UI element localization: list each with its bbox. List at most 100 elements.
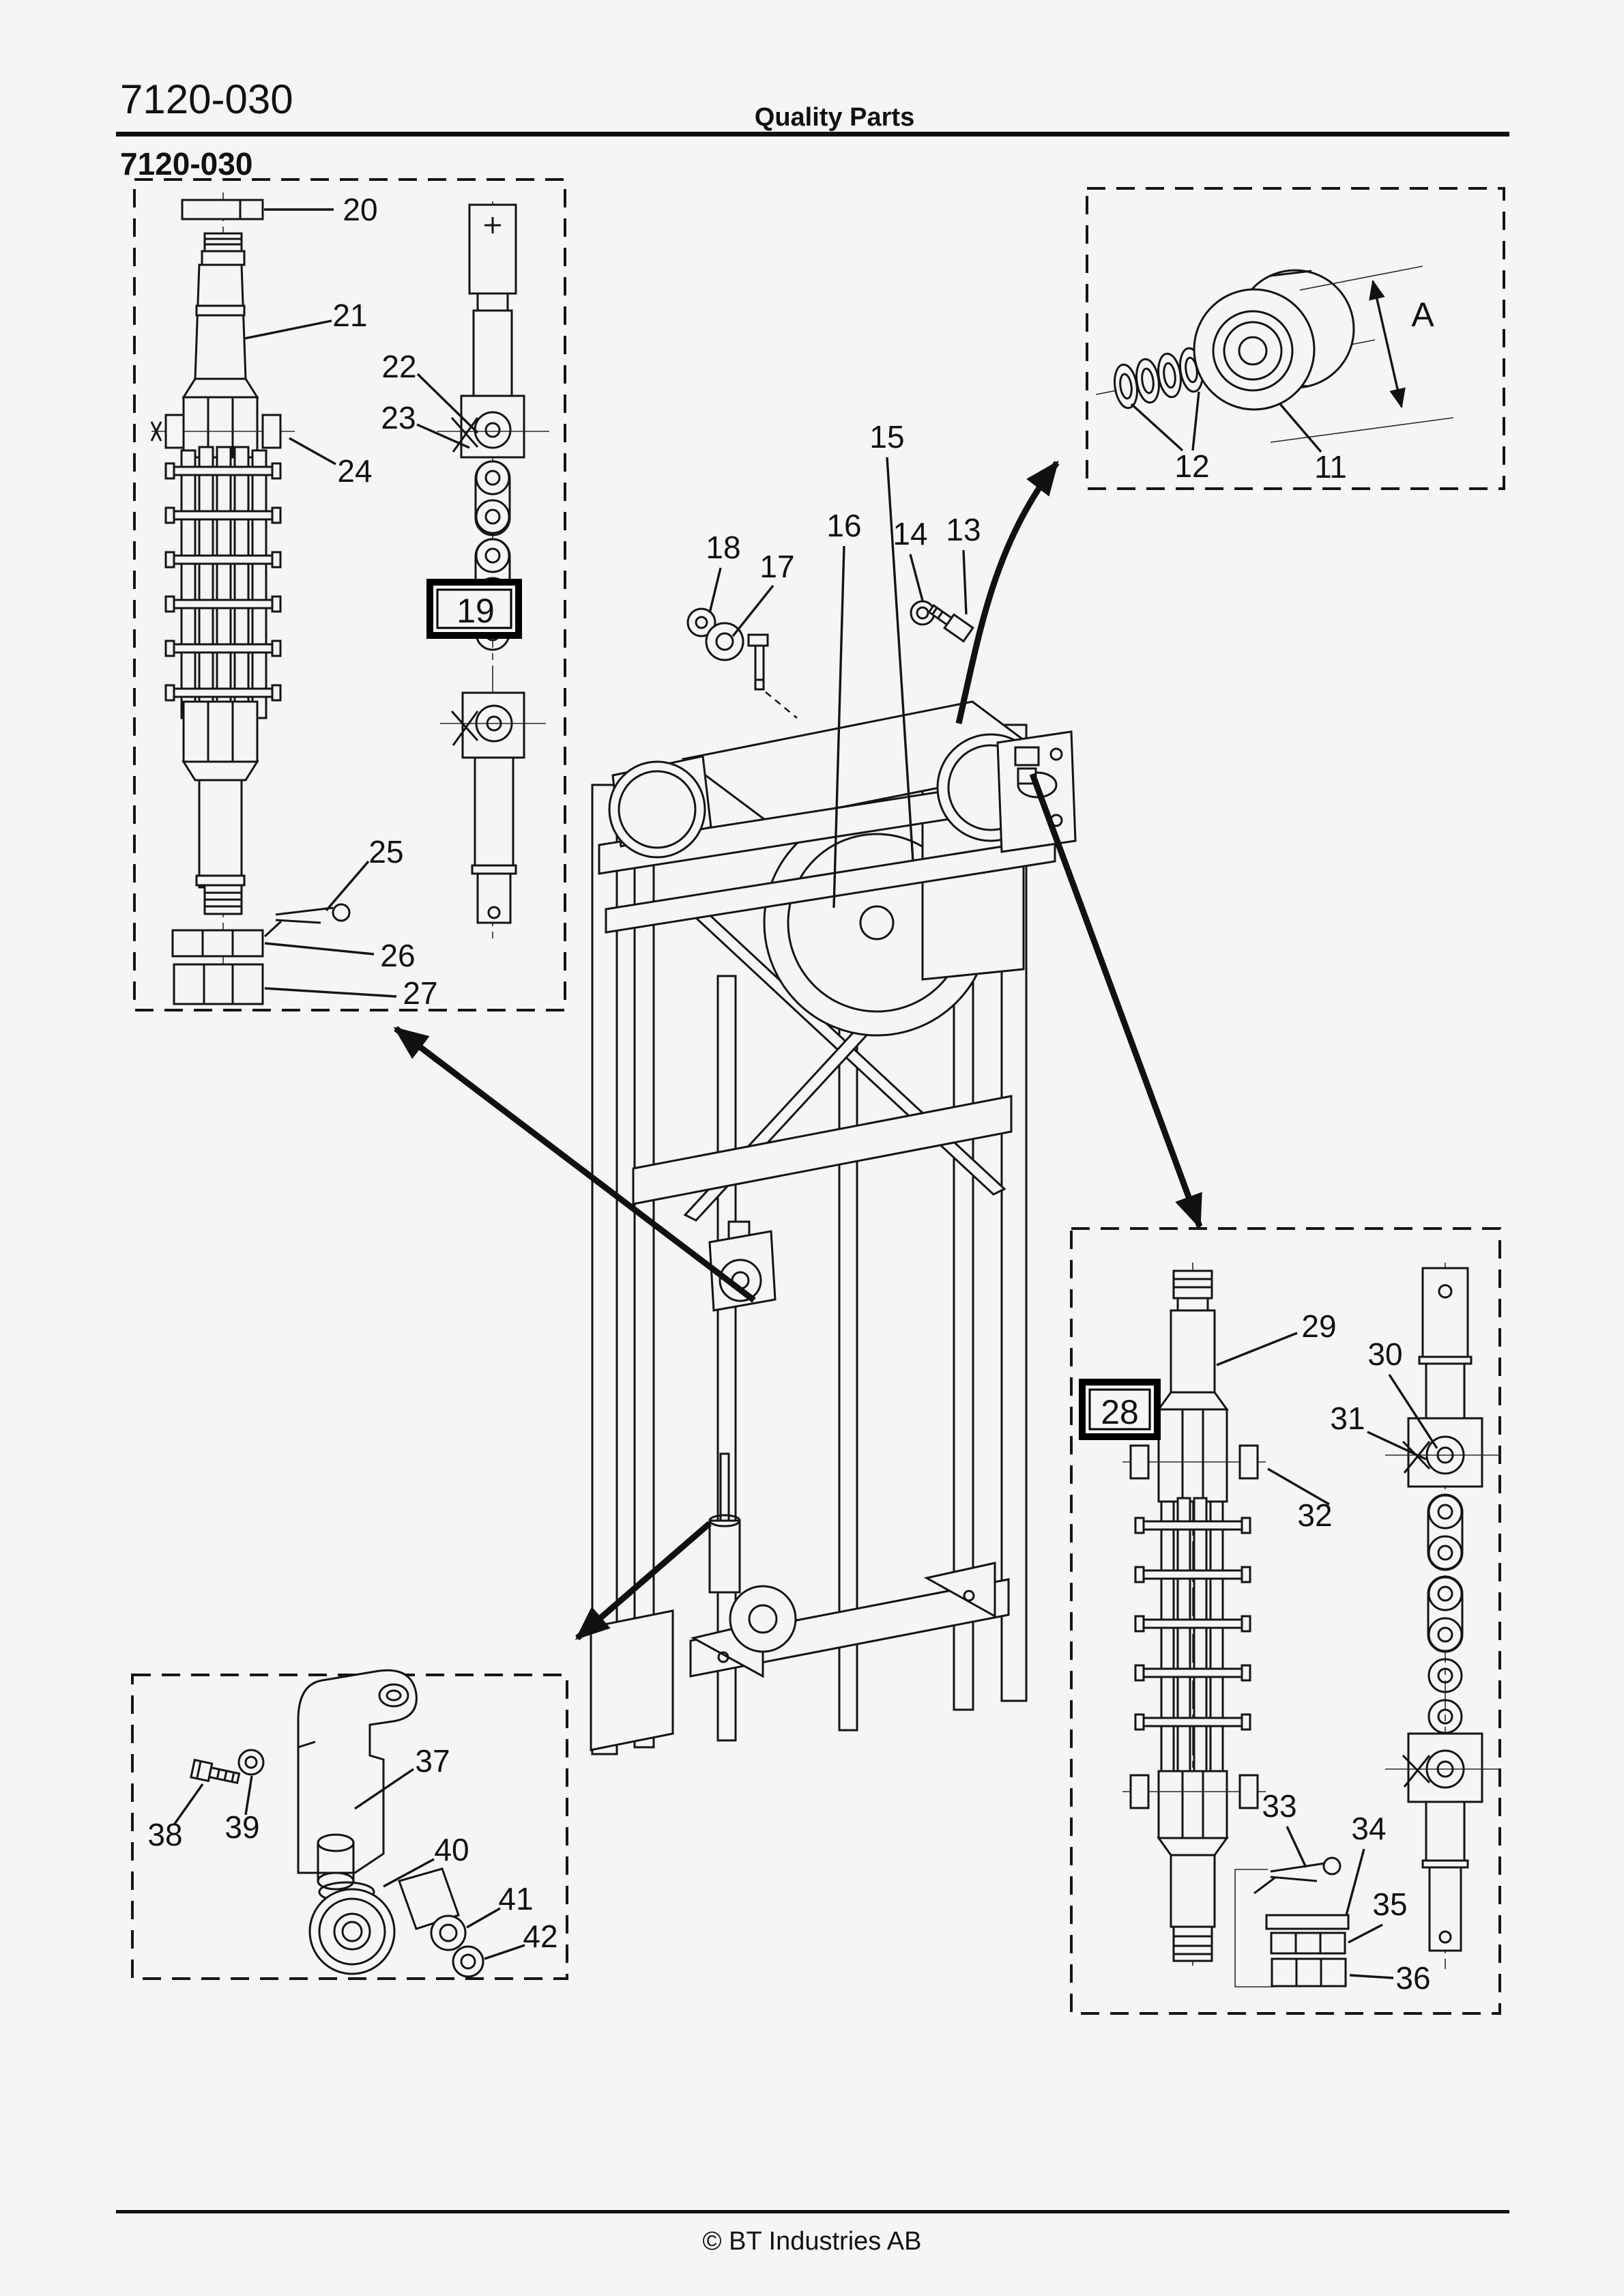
leader-25	[325, 860, 370, 912]
chain-anchor-top	[1014, 746, 1040, 766]
arrow-to-roller-detail	[955, 460, 1060, 725]
leader-35	[1348, 1923, 1383, 1944]
step-leader-line	[1234, 1869, 1275, 1988]
bottom-roller-hub	[748, 1604, 778, 1634]
leader-41	[466, 1907, 501, 1929]
cylinder-rod	[719, 1452, 730, 1522]
leader-30	[1388, 1374, 1438, 1449]
bolt-item-13	[927, 603, 974, 643]
base-gusset-right	[923, 1562, 996, 1618]
callout-19: 19	[456, 592, 495, 630]
assembly-dashed-line	[765, 691, 798, 719]
callout-25: 25	[368, 834, 403, 870]
callout-30: 30	[1367, 1336, 1402, 1372]
mast-foot-plate	[590, 1609, 674, 1751]
callout-11: 11	[1314, 449, 1347, 485]
detail-box-28-border	[1070, 1227, 1501, 2015]
leader-38	[173, 1783, 204, 1824]
bracket-hole	[1017, 771, 1058, 799]
callout-33: 33	[1262, 1788, 1296, 1824]
callout-28: 28	[1101, 1393, 1139, 1431]
left-sheave	[608, 760, 706, 859]
leader-21	[244, 319, 332, 340]
leader-23	[416, 423, 470, 449]
ring-item-17	[705, 622, 744, 661]
leader-13	[962, 549, 968, 615]
arrow-to-chain-detail-28	[1029, 773, 1203, 1229]
detail-box-28: 28 29 30 31 32 33 34 35 36	[1070, 1227, 1501, 2015]
top-bolt-shaft	[754, 644, 765, 691]
roller-chain-anchor-assembly	[437, 203, 549, 924]
callout-27: 27	[403, 975, 437, 1011]
footer: © BT Industries AB	[116, 2210, 1509, 2256]
leader-27	[264, 987, 397, 998]
callout-31: 31	[1330, 1401, 1365, 1436]
callout-36: 36	[1395, 1960, 1430, 1996]
nut-item-26	[171, 929, 264, 958]
bracket-bolt-hole-1	[1049, 747, 1063, 761]
reference-arrows	[393, 460, 1203, 1641]
base-beam	[689, 1578, 1010, 1678]
leader-29	[1216, 1332, 1298, 1366]
mast-left-outer-rail	[591, 784, 618, 1755]
washer-item-41	[430, 1914, 467, 1951]
callout-38: 38	[147, 1817, 182, 1852]
gusset-hole-right	[963, 1590, 975, 1602]
leader-36	[1349, 1974, 1394, 1979]
callout-22: 22	[381, 349, 416, 384]
washer-item-39	[237, 1749, 265, 1776]
cotter-pin-item-25	[263, 903, 351, 938]
lift-cylinder	[708, 1519, 741, 1594]
leader-40	[383, 1858, 435, 1888]
washer-item-39-hole	[244, 1755, 258, 1769]
ring-item-17-hole	[715, 632, 734, 651]
leader-15	[886, 457, 914, 862]
leader-22	[416, 373, 479, 434]
figure-label-28: 28	[1079, 1379, 1161, 1440]
pulley-item-40	[308, 1881, 396, 1975]
leaf-chain-anchor-assembly-28	[1122, 1269, 1266, 1962]
washer-item-41-hole	[439, 1923, 458, 1942]
leader-26	[264, 942, 375, 956]
callout-26: 26	[380, 938, 415, 973]
ring-item-18-hole	[695, 616, 708, 629]
callout-41: 41	[498, 1881, 533, 1917]
callout-37: 37	[415, 1743, 450, 1779]
leader-14	[909, 554, 924, 601]
page-code-header: 7120-030	[120, 76, 293, 122]
bracket-item-37	[297, 1669, 418, 1891]
leader-12a	[1130, 403, 1184, 452]
dimension-a-label: A	[1411, 296, 1434, 334]
washer-item-14-hole	[916, 606, 929, 620]
leader-12b	[1191, 391, 1200, 451]
leader-11	[1279, 403, 1322, 453]
page-title: Quality Parts	[755, 103, 914, 132]
detail-box-19-border	[133, 178, 566, 1011]
callout-32: 32	[1297, 1497, 1332, 1533]
plate-item-34	[1265, 1914, 1350, 1930]
callout-17: 17	[759, 549, 794, 584]
washer-item-42-hole	[460, 1953, 476, 1970]
cylinder-top	[708, 1514, 741, 1527]
detail-box-bracket: 37 38 39 40 41 42	[131, 1669, 568, 1980]
leader-34	[1345, 1848, 1365, 1916]
callout-42: 42	[523, 1919, 557, 1954]
leader-24	[289, 437, 336, 465]
header-rule	[116, 132, 1509, 137]
crosshead-beam-lower	[605, 837, 1056, 934]
backing-plate	[398, 1867, 460, 1930]
callout-12: 12	[1174, 448, 1209, 484]
carriage-beam	[632, 1095, 1013, 1205]
nut-item-27	[173, 963, 264, 1005]
leaf-chain-anchor-assembly	[150, 232, 295, 1005]
callout-14: 14	[893, 516, 927, 551]
detail-box-19: 19 20 21 22 23 24 25 26 27	[133, 178, 566, 1011]
dimension-a: A	[1270, 266, 1454, 443]
leader-31	[1367, 1431, 1427, 1461]
leader-33	[1286, 1826, 1307, 1868]
arrow-to-chain-detail-19	[393, 1026, 756, 1303]
callout-15: 15	[869, 419, 904, 455]
leader-18	[708, 567, 722, 614]
callout-35: 35	[1372, 1886, 1407, 1922]
